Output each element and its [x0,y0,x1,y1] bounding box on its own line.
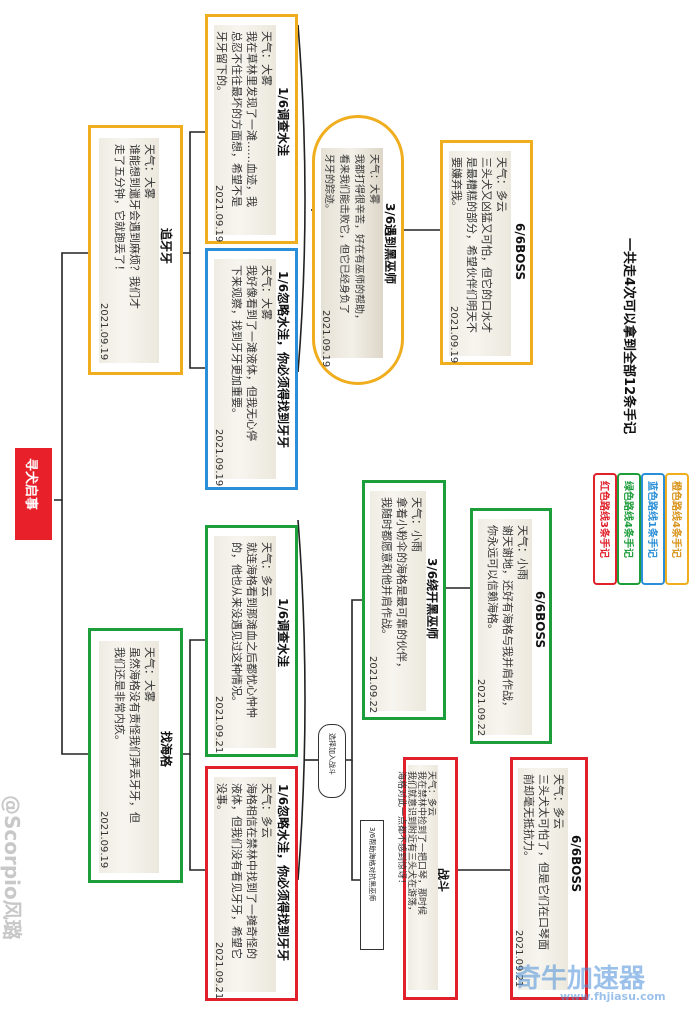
legend-red: 红色路线3条手记 [593,473,617,585]
node-label: 追牙牙 [159,228,173,265]
journal-date: 2021.09.22 [367,656,378,714]
journal-paper: 天气：多云 三头犬太可怕了，但是它们在口琴面 前却毫无抵抗力。 2021.09.… [513,768,568,990]
journal-paper: 天气：大雾 我在草林里发现了一滩……血迹，我 总忍不住往最坏的方面想，希望不是 … [213,25,276,242]
node-meet-dark-wizard[interactable]: 天气：大雾 我都打得很辛苦，好在有巫师的帮助， 看来我们能击败它，但它已经身负了… [312,115,404,385]
journal-text: 天气：大雾 谁能想到邋牙会遇到麻烦？我们才 走了五分钟，它就跑丢了！ [113,144,156,309]
journal-text: 天气：大雾 我都打得很辛苦，好在有巫师的帮助， 看来我们能击败它，但它已经身负了… [323,154,379,324]
node-label: 1/6调查水洼 [276,598,290,668]
journal-text: 天气：大雾 我好像看到了一滩液体，但我无心停 下来观察，找到牙牙更加重要。 [230,265,273,441]
node-label: 6/6BOSS [569,835,583,893]
legend-blue: 蓝色路线1条手记 [641,473,665,585]
journal-date: 2021.09.22 [475,679,486,737]
journal-text: 天气：小雨 谢天谢地，还好有海格与我并肩作战， 你永远可以信赖海格。 [486,525,529,712]
node-investigate-puddle-top[interactable]: 天气：大雾 我在草林里发现了一滩……血迹，我 总忍不住往最坏的方面想，希望不是 … [205,14,298,244]
journal-text: 天气：大雾 虽然海格没有责怪我们弄丢牙牙，但 我们还是非常内疚。 [113,647,156,823]
choice-tag-help-hagrid[interactable]: 3/6帮助海格对抗黑巫师 [360,820,384,950]
summary-text: 一共走4次可以拿到全部12条手记 [621,238,636,435]
journal-date: 2021.09.19 [98,811,109,869]
choice-tag-join-battle[interactable]: 选择加入战斗 [318,724,346,798]
journal-text: 天气：大雾 我在草林里发现了一滩……血迹，我 总忍不住往最坏的方面想，希望不是 … [215,31,273,207]
node-label: 6/6BOSS [513,223,527,281]
journal-date: 2021.09.19 [98,303,109,361]
journal-paper: 天气：多云 海格相信在禁林中找到了一摊奇怪的 液体，但我们没有看见牙牙，希望它 … [213,777,276,999]
journal-text: 天气：多云 就连海格看到那滩血之后都忧心忡忡 的，他也从来没遇见过这种情况。 [230,542,273,718]
legend-green: 绿色路线4条手记 [617,473,641,585]
watermark-logo: 奇牛加速器 [515,964,646,994]
node-boss-red[interactable]: 天气：多云 三头犬太可怕了，但是它们在口琴面 前却毫无抵抗力。 2021.09.… [510,757,588,1000]
node-ignore-puddle-bottom[interactable]: 天气：多云 海格相信在禁林中找到了一摊奇怪的 液体，但我们没有看见牙牙，希望它 … [205,766,298,1001]
journal-paper: 天气：大雾 虽然海格没有责怪我们弄丢牙牙，但 我们还是非常内疚。 2021.09… [98,641,159,873]
legend-green-text: 绿色路线4条手记 [622,481,633,558]
node-label: 1/6忽略水洼，你必须得找到牙牙 [276,271,290,449]
node-label: 3/6遇到黑巫师 [383,203,397,285]
journal-date: 2021.09.19 [213,429,224,487]
choice-tag-text: 3/6帮助海格对抗黑巫师 [368,827,376,902]
journal-date: 2021.09.21 [213,696,224,754]
node-find-hagrid[interactable]: 天气：大雾 虽然海格没有责怪我们弄丢牙牙，但 我们还是非常内疚。 2021.09… [88,628,183,883]
node-label: 1/6忽略水洼，你必须得找到牙牙 [276,784,290,962]
choice-tag-text: 选择加入战斗 [328,733,336,775]
journal-date: 2021.09.21 [213,942,224,1000]
node-investigate-puddle-bottom[interactable]: 天气：多云 就连海格看到那滩血之后都忧心忡忡 的，他也从来没遇见过这种情况。 2… [205,525,298,757]
journal-paper: 天气：多云 三头犬又凶猛又可怕，但它的口水才 是最糟糕的部分，希望伙伴们明天不 … [448,151,511,363]
journal-paper: 天气：多云 就连海格看到那滩血之后都忧心忡忡 的，他也从来没遇见过这种情况。 2… [213,536,276,753]
journal-date: 2021.09.19 [320,310,331,368]
watermark-url: www.fhjiasu.com [560,990,666,1003]
legend-orange: 橙色路线4条手记 [665,473,689,585]
journal-paper: 天气：大雾 我都打得很辛苦，好在有巫师的帮助， 看来我们能击败它，但它已经身负了… [320,148,383,367]
node-label: 找海格 [159,731,173,768]
journal-date: 2021.09.19 [213,185,224,243]
journal-text: 天气：小雨 拿着小粉伞的海格是最可靠的伙伴， 我随时都愿意和他并肩作战。 [380,497,423,673]
journal-text: 天气：多云 我在禁林中捡到了一把口琴，那时候 我们就意识到附近有三头犬在游荡， … [396,771,436,916]
node-boss-top[interactable]: 天气：多云 三头犬又凶猛又可怕，但它的口水才 是最糟糕的部分，希望伙伴们明天不 … [440,140,533,365]
node-boss-green[interactable]: 天气：小雨 谢天谢地，还好有海格与我并肩作战， 你永远可以信赖海格。 2021.… [470,508,552,744]
legend-orange-text: 橙色路线4条手记 [670,481,681,558]
root-node[interactable]: 寻犬启事 [15,448,52,540]
node-ignore-puddle-top[interactable]: 天气：大雾 我好像看到了一滩液体，但我无心停 下来观察，找到牙牙更加重要。 20… [205,248,298,490]
journal-text: 天气：多云 海格相信在禁林中找到了一摊奇怪的 液体，但我们没有看见牙牙，希望它 … [215,783,273,959]
node-avoid-dark-wizard[interactable]: 天气：小雨 拿着小粉伞的海格是最可靠的伙伴， 我随时都愿意和他并肩作战。 202… [362,480,446,720]
journal-paper: 天气：小雨 谢天谢地，还好有海格与我并肩作战， 你永远可以信赖海格。 2021.… [475,519,532,736]
watermark-author: @Scorpio风璐 [0,795,24,940]
node-label: 3/6绕开黑巫师 [425,558,439,640]
journal-paper: 天气：大雾 我好像看到了一滩液体，但我无心停 下来观察，找到牙牙更加重要。 20… [213,259,276,486]
node-zhui-ya-ya[interactable]: 天气：大雾 谁能想到邋牙会遇到麻烦？我们才 走了五分钟，它就跑丢了！ 2021.… [88,125,183,375]
node-label: 1/6调查水洼 [276,87,290,157]
journal-paper-battle: 天气：多云 我在禁林中捡到了一把口琴，那时候 我们就意识到附近有三头犬在游荡， … [396,765,438,990]
journal-paper: 天气：小雨 拿着小粉伞的海格是最可靠的伙伴， 我随时都愿意和他并肩作战。 202… [367,491,426,713]
journal-date: 2021.09.19 [448,306,459,364]
journal-text: 天气：多云 三头犬太可怕了，但是它们在口琴面 前却毫无抵抗力。 [522,774,565,950]
root-title: 寻犬启事 [23,458,38,511]
legend-blue-text: 蓝色路线1条手记 [646,481,657,558]
node-label: 6/6BOSS [533,591,547,649]
legend-red-text: 红色路线3条手记 [598,481,609,558]
journal-paper: 天气：大雾 谁能想到邋牙会遇到麻烦？我们才 走了五分钟，它就跑丢了！ 2021.… [98,138,159,363]
